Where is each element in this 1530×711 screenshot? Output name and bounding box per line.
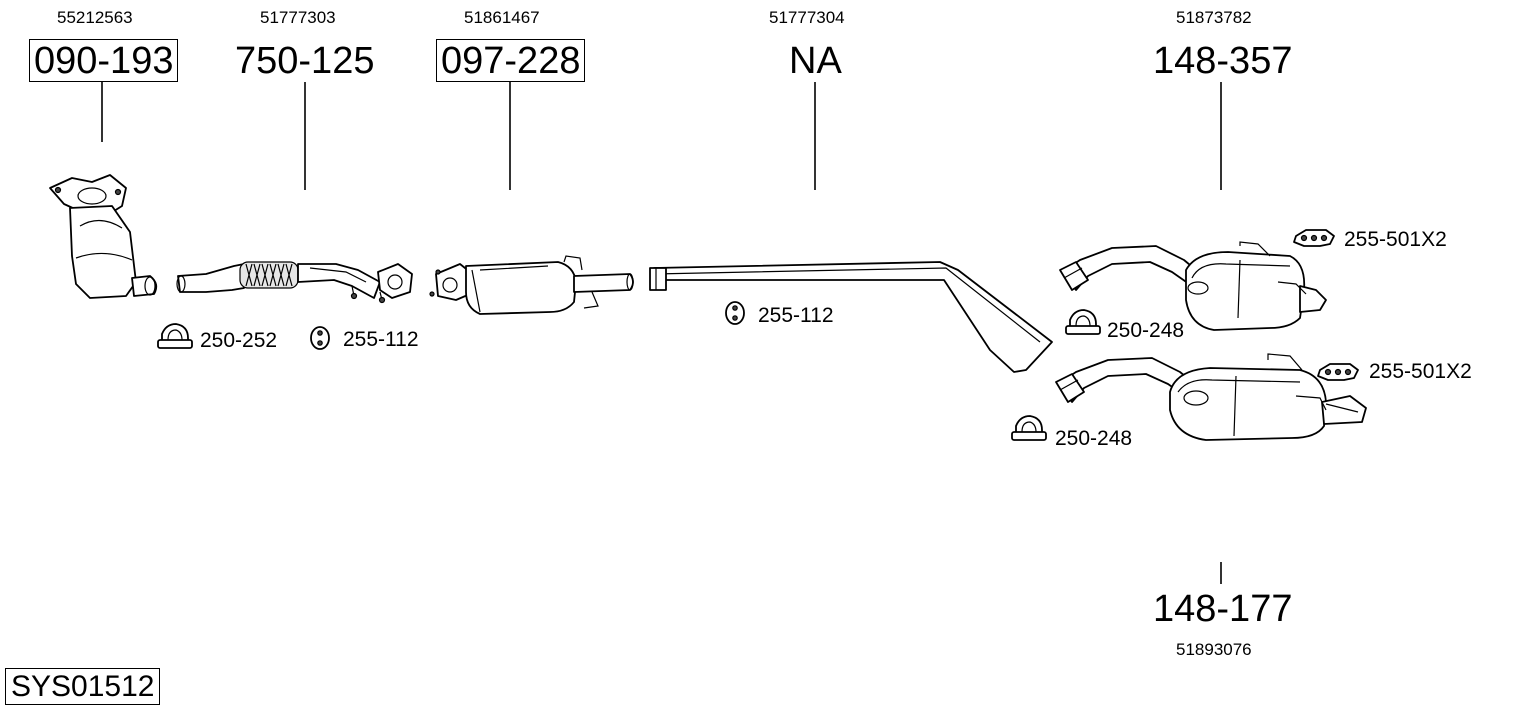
part-code[interactable]: 148-177 [1153,588,1293,630]
oem-number: 51777303 [260,8,336,27]
part-code[interactable]: 148-357 [1153,40,1293,82]
front-flex-pipe-part [176,261,413,304]
rubber-hanger-icon [310,326,330,350]
rear-silencer-148-357-part [1059,241,1327,331]
mounting-bracket-icon [1317,363,1359,381]
u-clamp-icon [1011,415,1047,441]
front-silencer-part [429,255,634,315]
accessory-label[interactable]: 250-252 [200,329,278,352]
oem-number: 51861467 [464,8,540,27]
system-id: SYS01512 [5,668,161,705]
oem-number: 51777304 [769,8,845,27]
part-code[interactable]: 750-125 [235,40,375,82]
middle-pipe-part [649,261,1053,373]
accessory-label[interactable]: 255-501X2 [1344,228,1447,251]
rubber-hanger-icon [725,301,745,325]
mounting-bracket-icon [1293,229,1335,247]
oem-number: 51873782 [1176,8,1252,27]
part-code[interactable]: NA [789,40,842,82]
u-clamp-icon [157,323,193,349]
accessory-label[interactable]: 255-112 [758,304,834,327]
catalytic-converter-part [49,174,158,299]
rear-silencer-148-177-part [1055,353,1367,441]
part-code[interactable]: 090-193 [29,39,179,82]
u-clamp-icon [1065,309,1101,335]
accessory-label[interactable]: 250-248 [1055,427,1133,450]
part-code[interactable]: 097-228 [436,39,586,82]
accessory-label[interactable]: 255-501X2 [1369,360,1472,383]
oem-number: 55212563 [57,8,133,27]
accessory-label[interactable]: 255-112 [343,328,419,351]
oem-number: 51893076 [1176,640,1252,659]
accessory-label[interactable]: 250-248 [1107,319,1185,342]
